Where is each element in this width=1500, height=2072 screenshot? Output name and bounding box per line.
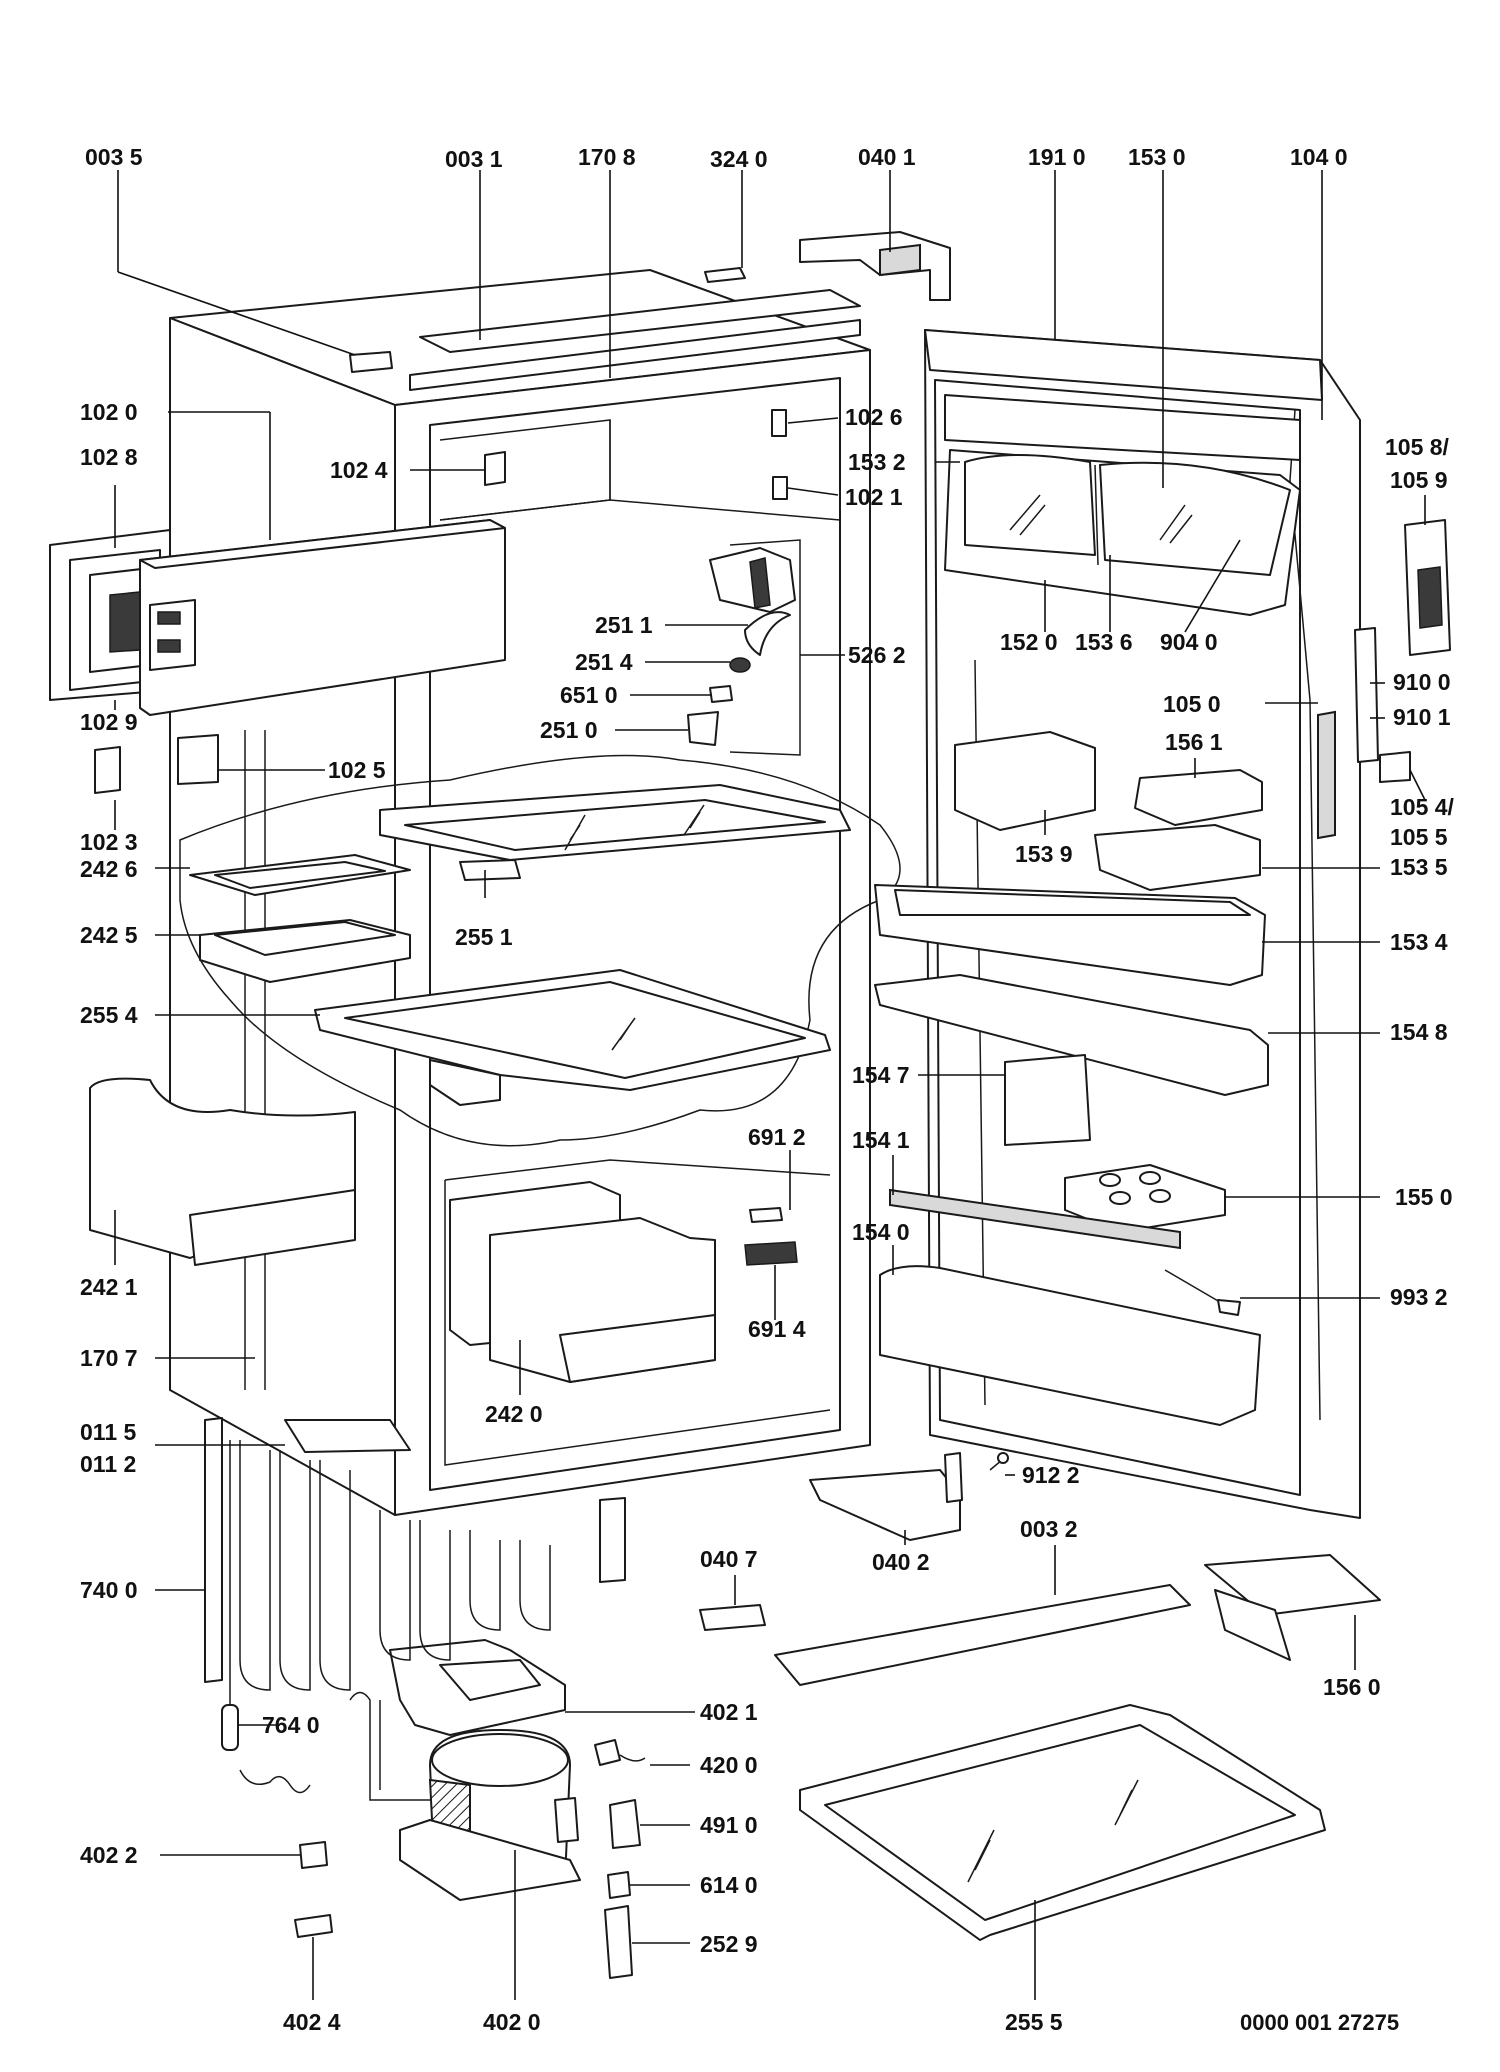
label-1520: 152 0: [1000, 629, 1058, 655]
label-1055: 105 5: [1390, 824, 1448, 850]
label-2421: 242 1: [80, 1274, 138, 1300]
label-4022: 402 2: [80, 1842, 138, 1868]
crisper-drawer-right: [449, 1181, 798, 1383]
label-1560: 156 0: [1323, 1674, 1381, 1700]
callout-labels: 003 5 003 1 170 8 324 0 040 1 191 0 153 …: [80, 144, 1455, 2035]
label-1026: 102 6: [845, 404, 903, 430]
label-1054: 105 4/: [1390, 794, 1455, 820]
label-4024: 402 4: [283, 2009, 341, 2035]
label-7400: 740 0: [80, 1577, 138, 1603]
label-6912: 691 2: [748, 1124, 806, 1150]
label-1530: 153 0: [1128, 144, 1186, 170]
label-6140: 614 0: [700, 1872, 758, 1898]
crisper-drawer-left: [89, 1077, 356, 1266]
upper-hinge: [704, 231, 951, 301]
label-1535: 153 5: [1390, 854, 1448, 880]
label-0402: 040 2: [872, 1549, 930, 1575]
leader-lines: [114, 170, 1426, 2000]
label-3240: 324 0: [710, 146, 768, 172]
label-4020: 402 0: [483, 2009, 541, 2035]
label-2425: 242 5: [80, 922, 138, 948]
label-1548: 154 8: [1390, 1019, 1448, 1045]
label-9100: 910 0: [1393, 669, 1451, 695]
label-5262: 526 2: [848, 642, 906, 668]
label-0035: 003 5: [85, 144, 143, 170]
label-1539: 153 9: [1015, 841, 1073, 867]
refrigerator-door: [874, 329, 1361, 1519]
label-2510: 251 0: [540, 717, 598, 743]
label-1708: 170 8: [578, 144, 636, 170]
label-1021: 102 1: [845, 484, 903, 510]
label-1023: 102 3: [80, 829, 138, 855]
label-4910: 491 0: [700, 1812, 758, 1838]
thermostat-parts: [94, 409, 801, 794]
label-1024: 102 4: [330, 457, 388, 483]
label-1547: 154 7: [852, 1062, 910, 1088]
label-2511: 251 1: [595, 612, 653, 638]
label-2551: 255 1: [455, 924, 513, 950]
label-2420: 242 0: [485, 1401, 543, 1427]
label-2514: 251 4: [575, 649, 633, 675]
label-1707: 170 7: [80, 1345, 138, 1371]
label-7640: 764 0: [262, 1712, 320, 1738]
label-0112: 011 2: [80, 1451, 136, 1477]
label-2555: 255 5: [1005, 2009, 1063, 2035]
label-9932: 993 2: [1390, 1284, 1448, 1310]
label-9122: 912 2: [1022, 1462, 1080, 1488]
label-2529: 252 9: [700, 1931, 758, 1957]
label-4021: 402 1: [700, 1699, 758, 1725]
label-1536: 153 6: [1075, 629, 1133, 655]
label-1040: 104 0: [1290, 144, 1348, 170]
label-1050: 105 0: [1163, 691, 1221, 717]
door-side-parts: [1354, 519, 1451, 783]
label-1550: 155 0: [1395, 1184, 1453, 1210]
label-4200: 420 0: [700, 1752, 758, 1778]
label-0401: 040 1: [858, 144, 916, 170]
control-panel-cover: [139, 519, 506, 716]
label-1059: 105 9: [1390, 467, 1448, 493]
label-0032: 003 2: [1020, 1516, 1078, 1542]
label-9040: 904 0: [1160, 629, 1218, 655]
label-1028: 102 8: [80, 444, 138, 470]
label-2554: 255 4: [80, 1002, 138, 1028]
shelf-cloud: [179, 754, 901, 1147]
label-2426: 242 6: [80, 856, 138, 882]
label-9101: 910 1: [1393, 704, 1451, 730]
label-1058: 105 8/: [1385, 434, 1450, 460]
label-0115: 011 5: [80, 1419, 136, 1445]
label-0031: 003 1: [445, 146, 503, 172]
label-1532: 153 2: [848, 449, 906, 475]
label-1910: 191 0: [1028, 144, 1086, 170]
label-1561: 156 1: [1165, 729, 1223, 755]
label-6914: 691 4: [748, 1316, 806, 1342]
label-1541: 154 1: [852, 1127, 910, 1153]
label-0407: 040 7: [700, 1546, 758, 1572]
label-6510: 651 0: [560, 682, 618, 708]
label-1540: 154 0: [852, 1219, 910, 1245]
document-number: 0000 001 27275: [1240, 2010, 1399, 2035]
label-1025: 102 5: [328, 757, 386, 783]
label-1020: 102 0: [80, 399, 138, 425]
label-1029: 102 9: [80, 709, 138, 735]
label-1534: 153 4: [1390, 929, 1448, 955]
lower-parts: [204, 1417, 1381, 1979]
